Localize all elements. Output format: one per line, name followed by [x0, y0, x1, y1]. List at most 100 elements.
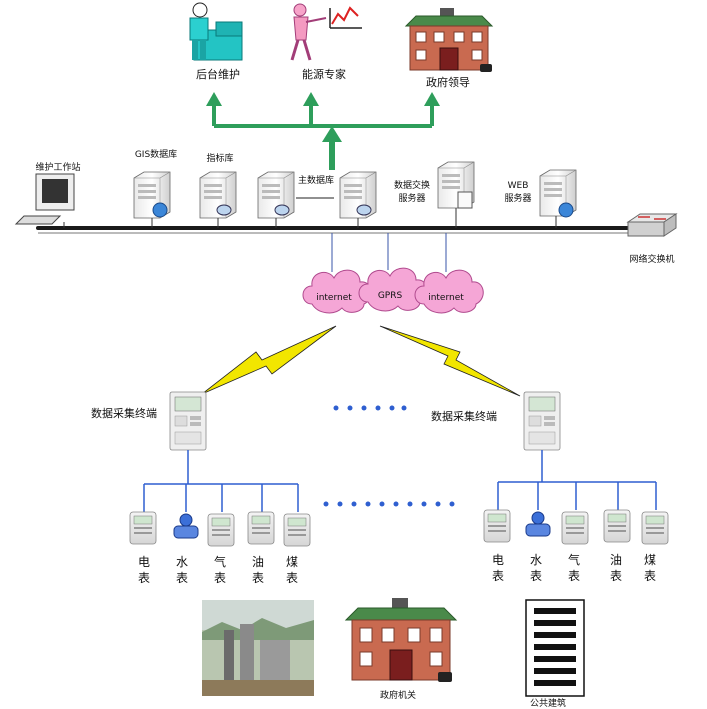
workstation-label: 维护工作站 [35, 161, 80, 173]
ellipsis-meters [323, 501, 455, 507]
cloud-gprs: GPRS [358, 267, 428, 312]
cloud-internet-right-label: internet [428, 293, 464, 303]
globe-icon [558, 202, 574, 218]
coal-meter-icon [641, 511, 669, 545]
terminal-device-icon [523, 391, 561, 451]
meter-tree-left [143, 450, 299, 512]
meter-gas-left [207, 513, 235, 547]
terminal-left-label: 数据采集终端 [91, 406, 157, 420]
meter-label-l2: 表 [568, 569, 580, 583]
meter-coal-right [641, 511, 669, 545]
terminal-right [523, 391, 561, 451]
cloud-links [331, 233, 447, 272]
document-icon [457, 191, 473, 209]
workstation-computer-icon [14, 173, 75, 225]
meter-label-l1: 油 [610, 553, 622, 567]
meter-label-l2: 表 [176, 571, 188, 585]
arrow-head-middle [303, 92, 319, 106]
terminal-right-label: 数据采集终端 [431, 409, 497, 423]
meter-water-right [525, 511, 551, 537]
switch-icon [626, 213, 678, 237]
meter-label-l1: 煤 [644, 553, 656, 567]
cloud-internet-left-label: internet [316, 293, 352, 303]
meter-label-l2: 表 [644, 569, 656, 583]
arrow-head-left [206, 92, 222, 106]
meter-label-l2: 表 [214, 571, 226, 585]
arrow-head-right [424, 92, 440, 106]
meter-label-l1: 电 [492, 553, 504, 567]
cloud-internet-left: internet [302, 269, 372, 314]
top-arrows [206, 92, 440, 170]
bus-drops [63, 208, 557, 228]
coal-meter-icon [283, 513, 311, 547]
meter-oil-left [247, 511, 275, 545]
main-up-arrow-shaft [329, 140, 335, 170]
database-icon [356, 204, 372, 216]
web-server-label-line1: WEB [508, 181, 529, 191]
terminal-left [169, 391, 207, 451]
meter-label-l1: 煤 [286, 555, 298, 569]
lightning-left [201, 325, 337, 395]
cloud-internet-right: internet [414, 269, 484, 314]
role-maintenance: 后台维护 [189, 2, 243, 81]
factory-photo [202, 600, 314, 696]
cloud-gprs-label: GPRS [378, 291, 403, 301]
meter-label-l1: 气 [214, 554, 226, 569]
main-db-server [339, 171, 377, 219]
person-at-desk-icon [189, 2, 243, 61]
meter-label-l2: 表 [492, 569, 504, 583]
role-maintenance-label: 后台维护 [196, 67, 240, 81]
switch-label: 网络交换机 [629, 253, 674, 265]
main-up-arrow-head [322, 126, 342, 142]
main-db-label: 主数据库 [298, 174, 334, 186]
lightning-right [379, 325, 521, 397]
role-energy-expert: 能源专家 [290, 3, 362, 81]
public-building [525, 599, 585, 697]
meter-water-left [173, 513, 199, 539]
meter-tree-right [497, 450, 657, 510]
electric-meter-icon [129, 511, 157, 545]
meter-label-l1: 气 [568, 552, 580, 567]
meter-label-l2: 表 [286, 571, 298, 585]
gov-office-building [344, 598, 458, 682]
meter-label-l2: 表 [252, 571, 264, 585]
meter-labels-left: 电 表 水 表 气 表 油 表 煤 表 [138, 554, 298, 585]
meter-label-l1: 水 [530, 553, 542, 567]
water-meter-icon [173, 513, 199, 539]
presenter-chart-icon [290, 3, 362, 61]
meter-gas-right [561, 511, 589, 545]
gas-meter-icon [207, 513, 235, 547]
oil-meter-icon [247, 511, 275, 545]
role-energy-expert-label: 能源专家 [302, 67, 346, 81]
replica-server [257, 171, 295, 219]
terminal-device-icon [169, 391, 207, 451]
workstation [14, 173, 75, 225]
public-building-label: 公共建筑 [530, 697, 566, 709]
database-icon [274, 204, 290, 216]
meter-label-l2: 表 [610, 569, 622, 583]
meter-electric-right [483, 509, 511, 543]
exchange-server [437, 161, 475, 209]
government-building-icon [404, 8, 494, 72]
role-gov-leader-label: 政府领导 [426, 75, 470, 89]
network-switch [626, 213, 678, 237]
meter-label-l2: 表 [530, 569, 542, 583]
meter-coal-left [283, 513, 311, 547]
gis-server-label: GIS数据库 [135, 148, 177, 160]
meter-electric-left [129, 511, 157, 545]
index-server-label: 指标库 [206, 152, 233, 164]
meter-oil-right [603, 509, 631, 543]
meter-label-l2: 表 [138, 571, 150, 585]
ellipsis-middle [333, 405, 407, 411]
web-server-label-line2: 服务器 [504, 192, 531, 204]
gov-office-label: 政府机关 [380, 689, 416, 701]
exchange-server-label-line1: 数据交换 [394, 179, 430, 191]
oil-meter-icon [603, 509, 631, 543]
gis-server [133, 171, 171, 219]
web-server [539, 169, 577, 218]
exchange-server-label-line2: 服务器 [398, 192, 425, 204]
electric-meter-icon [483, 509, 511, 543]
index-server [199, 171, 237, 219]
role-gov-leader: 政府领导 [404, 8, 494, 89]
